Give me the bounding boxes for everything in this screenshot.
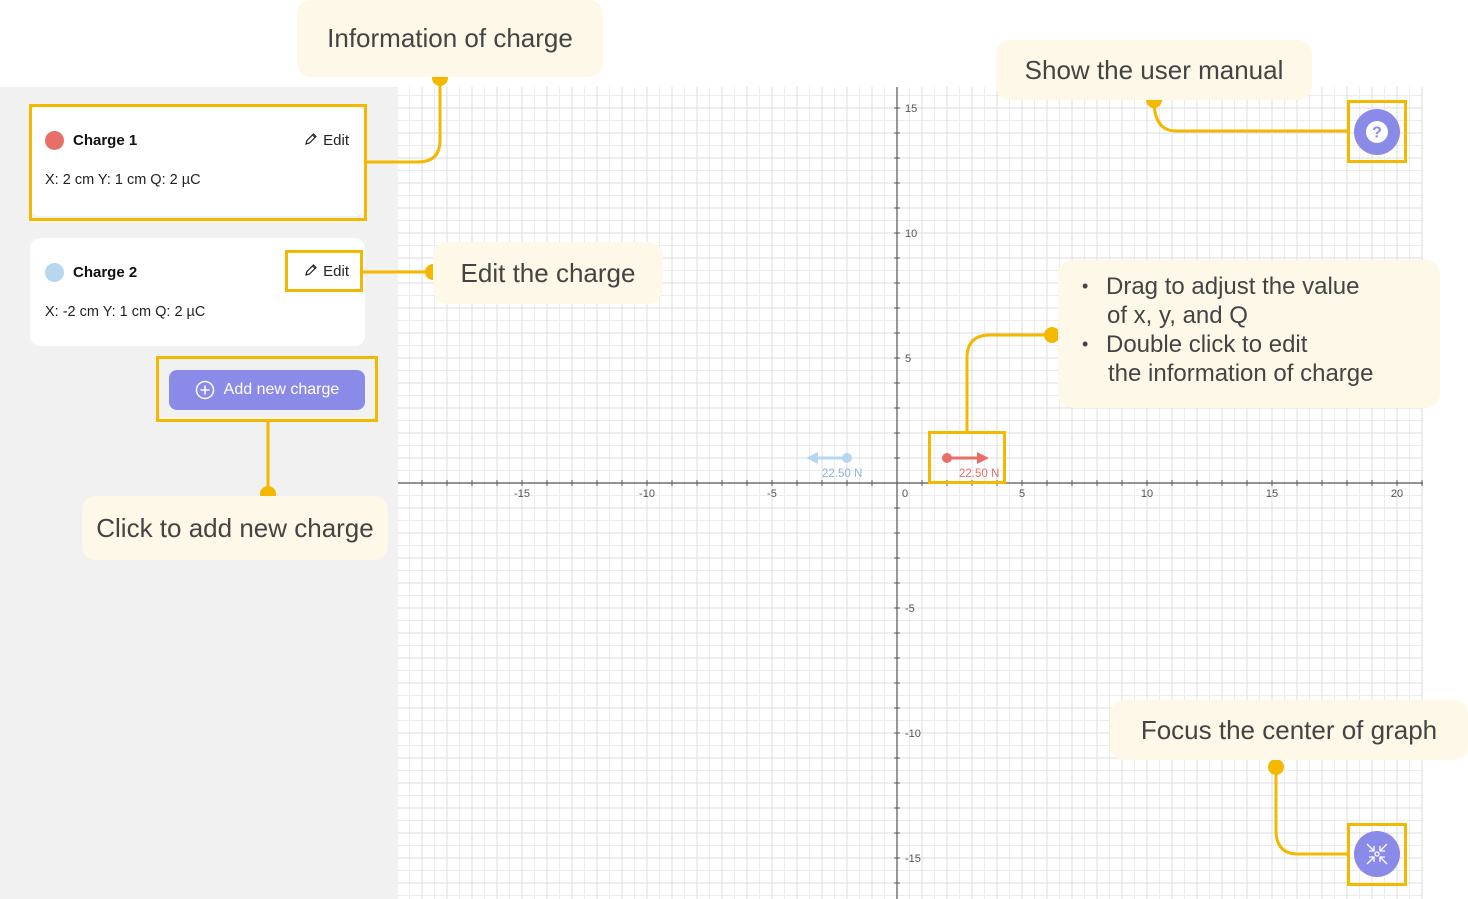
focus-center-button[interactable] (1354, 831, 1400, 877)
x-tick-label: 5 (1019, 488, 1025, 500)
charge-2-marker[interactable]: 22.50 N (806, 452, 862, 480)
charge-2-edit-button[interactable]: Edit (304, 263, 349, 280)
drag-instruction-item-cont: of x, y, and Q (1107, 302, 1248, 329)
charge-1-info: X: 2 cm Y: 1 cm Q: 2 µC (45, 172, 201, 188)
y-tick-label: 15 (905, 103, 917, 115)
x-tick-label: 20 (1391, 488, 1403, 500)
x-tick-label: 15 (1266, 488, 1278, 500)
x-tick-label: -15 (514, 488, 530, 500)
callout-information-of-charge: Information of charge (297, 0, 603, 77)
double-click-instruction-item-cont: the information of charge (1108, 360, 1374, 387)
y-tick-label: 5 (905, 353, 911, 365)
svg-text:?: ? (1372, 125, 1382, 142)
focus-center-icon (1366, 843, 1388, 865)
charge-1-title: Charge 1 (73, 132, 138, 149)
callout-user-manual: Show the user manual (996, 40, 1312, 100)
question-icon: ? (1366, 121, 1388, 143)
charge-1-edit-button[interactable]: Edit (304, 132, 349, 149)
x-tick-label: 0 (902, 488, 908, 500)
charge-1-color-dot (45, 131, 64, 150)
charge-1-marker[interactable]: 22.50 N (942, 452, 999, 480)
charge-2-color-dot (45, 263, 64, 282)
force-label-charge-1: 22.50 N (959, 468, 999, 480)
charge-card-2[interactable]: Charge 2 Edit X: -2 cm Y: 1 cm Q: 2 µC (30, 238, 365, 346)
charge-2-title: Charge 2 (73, 264, 138, 281)
charge-card-1[interactable]: Charge 1 Edit X: 2 cm Y: 1 cm Q: 2 µC (30, 106, 365, 216)
y-tick-label: -5 (905, 603, 915, 615)
callout-focus-center: Focus the center of graph (1110, 700, 1468, 760)
x-tick-label: -5 (767, 488, 777, 500)
pencil-icon (305, 264, 317, 276)
double-click-instruction-item: •Double click to edit (1082, 331, 1308, 358)
x-tick-label: 10 (1141, 488, 1153, 500)
charges-sidebar (0, 87, 398, 899)
pencil-icon (305, 133, 317, 145)
user-manual-button[interactable]: ? (1354, 109, 1400, 155)
x-tick-label: -10 (639, 488, 655, 500)
plus-circle-icon (195, 380, 214, 400)
callout-edit-the-charge: Edit the charge (433, 242, 663, 304)
add-new-charge-label: Add new charge (223, 381, 340, 398)
y-tick-label: -10 (905, 728, 921, 740)
callout-drag-instructions: •Drag to adjust the value of x, y, and Q… (1058, 260, 1440, 408)
add-new-charge-button[interactable]: Add new charge (169, 370, 365, 410)
y-tick-label: -15 (905, 853, 921, 865)
force-label-charge-2: 22.50 N (822, 468, 862, 480)
callout-add-new-charge: Click to add new charge (82, 496, 388, 560)
drag-instruction-item: •Drag to adjust the value (1082, 273, 1360, 300)
y-tick-label: 10 (905, 228, 917, 240)
charge-2-info: X: -2 cm Y: 1 cm Q: 2 µC (45, 304, 206, 320)
